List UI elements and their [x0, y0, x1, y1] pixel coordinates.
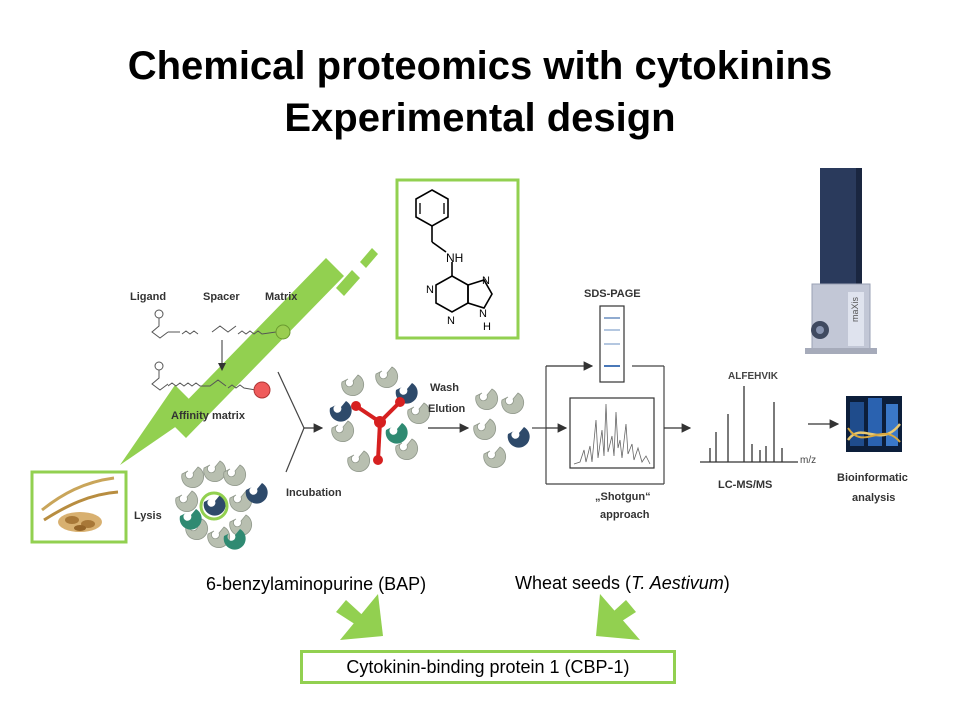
eluted-proteins	[473, 388, 530, 469]
wheat-image-box	[30, 470, 128, 544]
atom-label-n7: N	[482, 275, 490, 287]
incubation-complex	[329, 366, 431, 473]
matrix-bead-green	[275, 324, 291, 340]
label-wash: Wash	[430, 382, 459, 394]
label-ligand: Ligand	[130, 291, 167, 303]
label-bioinformatic: Bioinformatic	[837, 472, 908, 484]
label-matrix: Matrix	[265, 291, 298, 303]
bioinformatics-image	[846, 396, 902, 452]
label-lysis: Lysis	[134, 510, 162, 522]
big-green-arrow	[120, 248, 378, 465]
label-incubation: Incubation	[286, 487, 342, 499]
atom-label-h: H	[483, 321, 491, 333]
matrix-bead-red	[253, 381, 271, 399]
shotgun-chromatogram	[569, 397, 655, 469]
atom-label-n3: N	[447, 315, 455, 327]
caption-wheat-species: T. Aestivum	[631, 573, 724, 593]
label-shotgun: „Shotgun“	[595, 491, 651, 503]
result-box: Cytokinin-binding protein 1 (CBP-1)	[300, 650, 676, 684]
atom-label-n1: N	[426, 284, 434, 296]
maxis-logo-text: maXis	[850, 296, 860, 322]
bap-structure-box: NH N N N N H	[395, 178, 520, 340]
slide-title-line2: Experimental design	[284, 96, 676, 140]
slide-title-line1: Chemical proteomics with cytokinins	[127, 44, 833, 88]
label-elution: Elution	[428, 403, 466, 415]
label-spacer: Spacer	[203, 291, 240, 303]
label-analysis: analysis	[852, 492, 896, 504]
label-lcms: LC-MS/MS	[718, 479, 773, 491]
mz-axis-label: m/z	[800, 455, 816, 466]
caption-wheat-prefix: Wheat seeds (	[515, 573, 632, 593]
sds-gel	[599, 305, 625, 383]
incubation-merge-lines	[277, 371, 324, 473]
mass-spectrometer-image: maXis	[805, 168, 877, 354]
mass-spectrum: ALFEHVIK m/z	[700, 371, 816, 466]
lysate-protein-cluster	[175, 460, 268, 550]
result-text: Cytokinin-binding protein 1 (CBP-1)	[346, 656, 630, 677]
peptide-sequence: ALFEHVIK	[728, 371, 779, 382]
affinity-matrix-structures	[151, 309, 291, 399]
atom-label-nh: NH	[446, 251, 463, 265]
label-shotgun-approach: approach	[600, 509, 650, 521]
caption-wheat: Wheat seeds (T. Aestivum)	[515, 573, 730, 594]
label-sds-page: SDS-PAGE	[584, 288, 641, 300]
bottom-arrow-right	[596, 594, 640, 640]
label-affinity-matrix: Affinity matrix	[171, 410, 245, 422]
atom-label-n9: N	[479, 308, 487, 320]
caption-bap: 6-benzylaminopurine (BAP)	[206, 574, 427, 594]
analysis-branch-lines	[532, 361, 692, 485]
bottom-arrow-left	[336, 594, 383, 640]
caption-wheat-suffix: )	[723, 573, 730, 593]
